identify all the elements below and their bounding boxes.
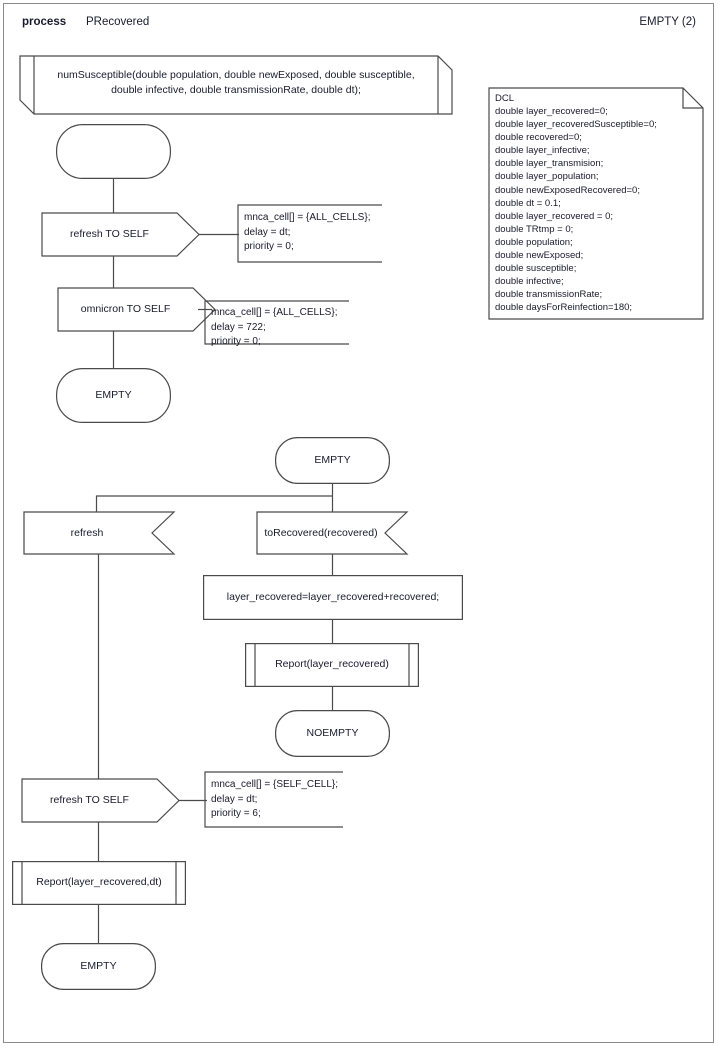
connector-branch-from-empty2 bbox=[95, 484, 340, 512]
state-noempty-symbol[interactable]: NOEMPTY bbox=[275, 710, 391, 757]
call-report-layer-recovered-dt-symbol[interactable]: Report(layer_recovered,dt) bbox=[12, 861, 187, 905]
connector-omnicron-to-empty1 bbox=[112, 331, 115, 368]
output-refresh-to-self-2-symbol[interactable]: refresh TO SELF bbox=[21, 778, 180, 823]
procedure-declaration-line2: double infective, double transmissionRat… bbox=[111, 84, 361, 96]
connector-refresh-to-refresh2 bbox=[97, 554, 100, 780]
connector-torecovered-to-task bbox=[331, 554, 334, 576]
connector-report-to-empty3 bbox=[97, 905, 100, 944]
connector-refresh1-to-omnicron bbox=[112, 256, 115, 289]
input-refresh-symbol[interactable]: refresh bbox=[23, 511, 176, 555]
state-empty-1-symbol[interactable]: EMPTY bbox=[56, 368, 172, 423]
comment-link-refresh-2 bbox=[179, 799, 207, 802]
state-empty-3-symbol[interactable]: EMPTY bbox=[41, 943, 157, 990]
output-omnicron-to-self-symbol[interactable]: omnicron TO SELF bbox=[57, 287, 216, 332]
process-keyword: process bbox=[22, 16, 67, 28]
dcl-note-symbol[interactable]: DCL double layer_recovered=0; double lay… bbox=[488, 87, 704, 320]
connector-start-to-refresh1 bbox=[112, 179, 115, 213]
comment-link-refresh-1 bbox=[199, 233, 239, 236]
page-border bbox=[3, 3, 714, 1043]
output-refresh-to-self-1-symbol[interactable]: refresh TO SELF bbox=[41, 212, 200, 257]
procedure-declaration-symbol[interactable]: numSusceptible(double population, double… bbox=[19, 55, 453, 115]
task-layer-recovered-symbol[interactable]: layer_recovered=layer_recovered+recovere… bbox=[203, 575, 463, 620]
call-report-layer-recovered-symbol[interactable]: Report(layer_recovered) bbox=[245, 643, 420, 687]
dcl-title: DCL bbox=[495, 93, 515, 104]
procedure-declaration-line1: numSusceptible(double population, double… bbox=[57, 69, 415, 81]
comment-refresh-2-text: mnca_cell[] = {SELF_CELL}; delay = dt; p… bbox=[211, 779, 339, 819]
dcl-declarations: double layer_recovered=0; double layer_r… bbox=[495, 106, 657, 314]
state-empty-2-symbol[interactable]: EMPTY bbox=[275, 437, 391, 484]
connector-refresh2-to-report bbox=[97, 822, 100, 862]
state-start-symbol[interactable] bbox=[56, 124, 172, 179]
comment-omnicron-text: mnca_cell[] = {ALL_CELLS}; delay = 722; … bbox=[211, 307, 338, 347]
connector-task-to-call bbox=[331, 620, 334, 644]
page-label: EMPTY (2) bbox=[639, 16, 696, 28]
comment-refresh-2-symbol[interactable]: mnca_cell[] = {SELF_CELL}; delay = dt; p… bbox=[204, 771, 343, 828]
page-title: PRecovered bbox=[86, 16, 150, 28]
comment-omnicron-symbol[interactable]: mnca_cell[] = {ALL_CELLS}; delay = 722; … bbox=[204, 300, 349, 347]
comment-refresh-1-symbol[interactable]: mnca_cell[] = {ALL_CELLS}; delay = dt; p… bbox=[237, 204, 382, 263]
comment-refresh-1-text: mnca_cell[] = {ALL_CELLS}; delay = dt; p… bbox=[244, 212, 371, 252]
connector-call-to-noempty bbox=[331, 687, 334, 710]
input-to-recovered-symbol[interactable]: toRecovered(recovered) bbox=[256, 511, 409, 555]
